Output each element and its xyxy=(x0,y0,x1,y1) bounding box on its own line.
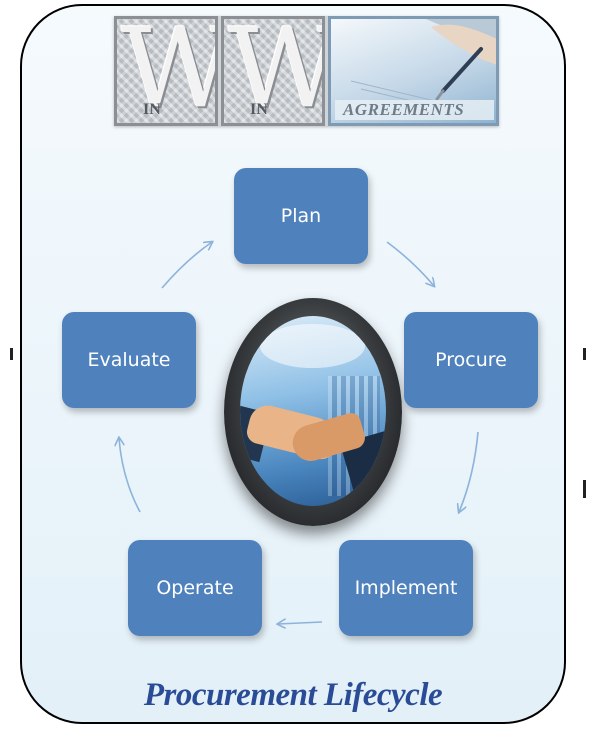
logo-tile-2: W IN xyxy=(221,16,325,126)
node-operate: Operate xyxy=(128,540,262,636)
node-plan: Plan xyxy=(234,168,368,264)
win-win-agreements-logo: W IN W IN AGREEMENTS xyxy=(114,16,499,126)
pen-hand-icon xyxy=(350,19,496,106)
handshake-image xyxy=(224,298,402,526)
handshake-photo xyxy=(240,316,386,506)
arrow-plan-to-procure xyxy=(386,241,434,286)
node-implement: Implement xyxy=(339,540,473,636)
pen-signing-image: AGREEMENTS xyxy=(328,16,499,126)
node-evaluate: Evaluate xyxy=(62,312,196,408)
diagram-title: Procurement Lifecycle xyxy=(143,677,443,713)
node-procure: Procure xyxy=(404,312,538,408)
left-margin-mark xyxy=(10,348,13,360)
logo-suffix-in: IN xyxy=(143,101,161,118)
logo-word-agreements: AGREEMENTS xyxy=(335,100,494,120)
diagram-frame: W IN W IN AGREEMENTS xyxy=(20,4,566,724)
logo-suffix-in: IN xyxy=(250,101,268,118)
logo-letter-w: W xyxy=(121,19,215,123)
arrow-implement-to-operate xyxy=(278,622,323,624)
right-margin-mark xyxy=(583,348,586,360)
arrow-evaluate-to-plan xyxy=(161,242,212,289)
arrow-operate-to-evaluate xyxy=(119,438,141,513)
logo-letter-w: W xyxy=(228,19,322,123)
right-margin-mark xyxy=(583,480,586,498)
logo-tile-1: W IN xyxy=(114,16,218,126)
lens-glint xyxy=(260,324,365,368)
arrow-procure-to-implement xyxy=(459,431,479,512)
